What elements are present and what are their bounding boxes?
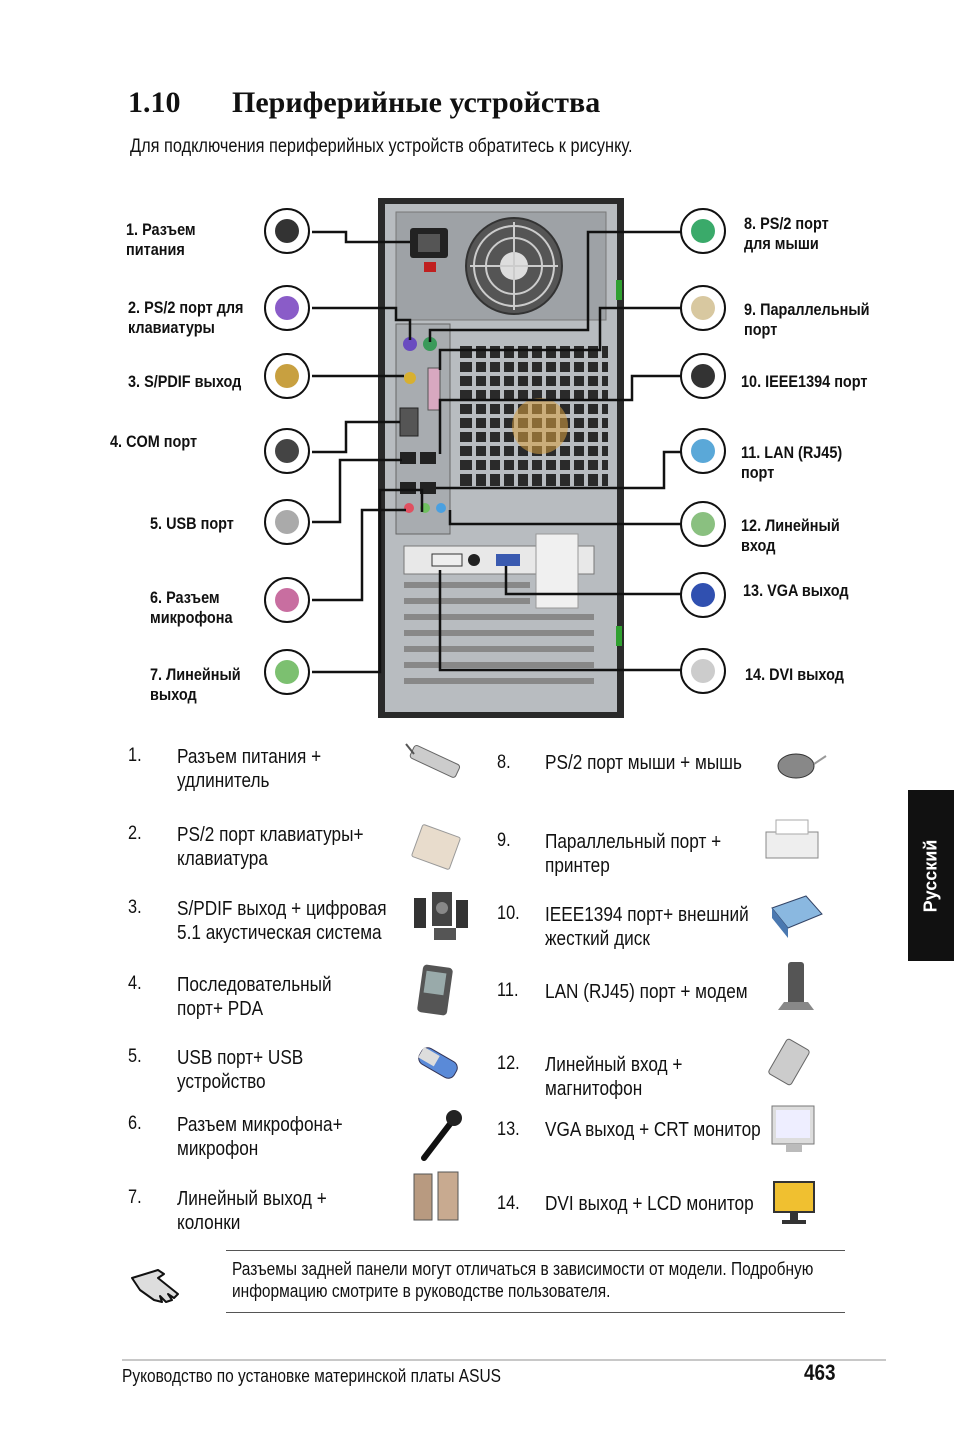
- list-item-text: USB порт+ USB устройство: [177, 1047, 304, 1093]
- list-item-number: 2.: [128, 823, 142, 844]
- list-item-text: S/PDIF выход + цифровая 5.1 акустическая…: [177, 898, 387, 944]
- tape-recorder-icon: [768, 1038, 810, 1086]
- list-item-text: Параллельный порт + принтер: [545, 831, 722, 877]
- ps2-keyboard-plug-icon: [264, 285, 310, 331]
- callout-label-10: 10. IEEE1394 порт: [741, 372, 868, 391]
- printer-icon: [765, 819, 819, 859]
- external-hdd-icon: [771, 895, 823, 938]
- list-item-number: 11.: [497, 980, 519, 1001]
- com-plug-icon: [264, 428, 310, 474]
- callout-label-13: 13. VGA выход: [743, 581, 849, 600]
- callout-label-2: 2. PS/2 порт для клавиатуры: [128, 298, 244, 337]
- microphone-icon: [421, 1110, 462, 1161]
- list-item-number: 5.: [128, 1046, 142, 1067]
- mic-plug-icon: [264, 577, 310, 623]
- line-out-plug-icon: [264, 649, 310, 695]
- callout-label-14: 14. DVI выход: [745, 665, 844, 684]
- lan-plug-icon: [680, 428, 726, 474]
- list-item-number: 9.: [497, 830, 511, 851]
- callout-label-12: 12. Линейный вход: [741, 516, 840, 555]
- modem-icon: [778, 962, 814, 1010]
- spdif-plug-icon: [264, 353, 310, 399]
- callout-label-3: 3. S/PDIF выход: [128, 372, 242, 391]
- list-item-text: Линейный вход + магнитофон: [545, 1054, 683, 1100]
- power-connector-icon: [264, 208, 310, 254]
- callout-label-7: 7. Линейный выход: [150, 665, 241, 704]
- callout-label-11: 11. LAN (RJ45) порт: [741, 443, 843, 482]
- usb-plug-icon: [264, 499, 310, 545]
- note-divider-top: [226, 1250, 845, 1251]
- list-item-number: 6.: [128, 1113, 142, 1134]
- usb-device-icon: [418, 1046, 458, 1079]
- list-item-number: 7.: [128, 1187, 142, 1208]
- list-item-text: VGA выход + CRT монитор: [545, 1119, 761, 1141]
- callout-label-9: 9. Параллельный порт: [744, 300, 870, 339]
- list-item-number: 14.: [497, 1193, 520, 1214]
- computer-rear-panel-diagram: [312, 198, 682, 718]
- list-item-text: Разъем микрофона+ микрофон: [177, 1114, 343, 1160]
- speakers-icon: [413, 1171, 459, 1221]
- section-title: Периферийные устройства: [232, 86, 601, 119]
- power-strip-icon: [405, 743, 461, 778]
- callout-label-5: 5. USB порт: [150, 514, 234, 533]
- list-item-number: 12.: [497, 1053, 520, 1074]
- list-item-text: Последовательный порт+ PDA: [177, 974, 332, 1020]
- footer-divider: [122, 1359, 886, 1361]
- list-item-number: 4.: [128, 973, 142, 994]
- list-item-text: Разъем питания + удлинитель: [177, 746, 322, 792]
- footer-text: Руководство по установке материнской пла…: [122, 1366, 501, 1386]
- callout-label-4: 4. COM порт: [110, 432, 198, 451]
- vga-plug-icon: [680, 572, 726, 618]
- callout-label-6: 6. Разъем микрофона: [150, 588, 233, 627]
- pda-icon: [417, 964, 453, 1016]
- note-divider-bottom: [226, 1312, 845, 1313]
- crt-monitor-icon: [771, 1105, 815, 1152]
- lcd-monitor-icon: [773, 1181, 815, 1224]
- list-item-text: DVI выход + LCD монитор: [545, 1193, 754, 1215]
- list-item-text: LAN (RJ45) порт + модем: [545, 981, 748, 1003]
- language-tab: Русский: [908, 790, 954, 961]
- page-number: 463: [804, 1360, 836, 1385]
- keyboard-icon: [411, 824, 461, 870]
- parallel-plug-icon: [680, 285, 726, 331]
- list-item-number: 3.: [128, 897, 142, 918]
- list-item-number: 1.: [128, 745, 142, 766]
- callout-label-1: 1. Разъем питания: [126, 220, 196, 259]
- list-item-number: 8.: [497, 752, 511, 773]
- speaker-system-icon: [414, 892, 468, 940]
- section-number: 1.10: [128, 86, 181, 119]
- intro-text: Для подключения периферийных устройств о…: [130, 136, 633, 157]
- ieee1394-plug-icon: [680, 353, 726, 399]
- ps2-mouse-plug-icon: [680, 208, 726, 254]
- list-item-number: 10.: [497, 903, 520, 924]
- pointing-hand-icon: [131, 1269, 179, 1303]
- line-in-plug-icon: [680, 501, 726, 547]
- list-item-text: IEEE1394 порт+ внешний жесткий диск: [545, 904, 749, 950]
- dvi-plug-icon: [680, 648, 726, 694]
- list-item-text: PS/2 порт клавиатуры+ клавиатура: [177, 824, 364, 870]
- note-text: Разъемы задней панели могут отличаться в…: [232, 1259, 814, 1301]
- mouse-icon: [777, 753, 827, 779]
- list-item-text: Линейный выход + колонки: [177, 1188, 327, 1234]
- list-item-number: 13.: [497, 1119, 520, 1140]
- list-item-text: PS/2 порт мыши + мышь: [545, 752, 742, 774]
- callout-label-8: 8. PS/2 порт для мыши: [744, 214, 829, 253]
